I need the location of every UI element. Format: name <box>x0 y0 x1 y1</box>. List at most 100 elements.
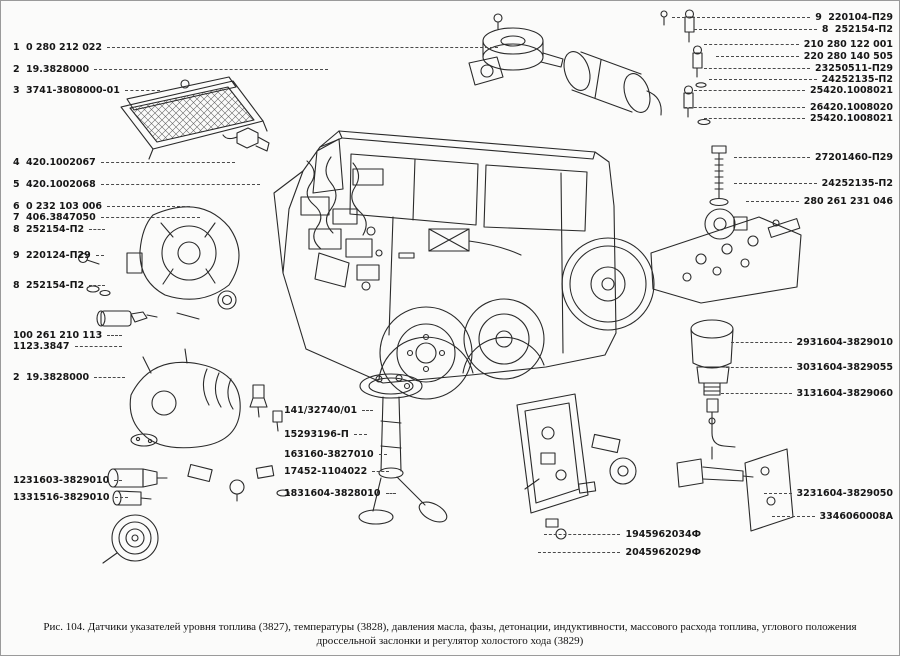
knock-sensor-group <box>545 433 637 540</box>
part-number: 0 280 122 001 <box>816 39 893 50</box>
oil-pressure-sensor-stack <box>676 319 794 532</box>
leader-line <box>114 480 123 481</box>
part-number: 420.1002067 <box>26 157 96 168</box>
leader-line <box>107 335 122 336</box>
callout-number: 23 <box>814 63 829 74</box>
leader-line <box>94 377 125 378</box>
callout-number: 29 <box>796 337 810 348</box>
part-number: 252135-П2 <box>834 178 893 189</box>
door-lock-panel <box>516 393 589 514</box>
leader-line <box>100 217 200 218</box>
leader-line <box>89 285 105 286</box>
leader-line <box>709 79 817 80</box>
part-number: 452-1104022 <box>297 466 368 477</box>
small-fasteners-left <box>77 252 111 297</box>
callout-number: 10 <box>13 330 27 341</box>
part-number: 201460-П29 <box>828 152 893 163</box>
leader-line <box>95 255 104 256</box>
part-number: 31604-3829050 <box>809 488 893 499</box>
callout-number: 33 <box>819 511 833 522</box>
callout-number: 24 <box>821 74 835 85</box>
part-number: 19.3828000 <box>26 372 90 383</box>
callout-number: 6 <box>13 201 20 212</box>
ecu-module <box>428 228 522 256</box>
part-number: 31604-3829010 <box>809 337 893 348</box>
leader-line <box>538 552 621 553</box>
leader-line <box>704 44 799 45</box>
leader-line <box>672 17 811 18</box>
part-number: 19.3828000 <box>26 64 90 75</box>
callout-number: 24 <box>821 178 835 189</box>
part-number: 420.1002068 <box>26 179 96 190</box>
part-number: 420.1008021 <box>823 113 893 124</box>
misc-small-sensors <box>187 463 290 502</box>
leader-line <box>100 184 260 185</box>
leader-line <box>772 516 815 517</box>
callout-number: 14 <box>284 405 298 416</box>
leader-line <box>684 107 806 108</box>
leader-line <box>385 493 396 494</box>
callout-number: 22 <box>803 51 817 62</box>
leader-line <box>353 434 367 435</box>
callout-number: 16 <box>284 449 298 460</box>
part-number: 0 261 210 113 <box>26 330 103 341</box>
callout-number: 20 <box>625 547 639 558</box>
callout-number: 1 <box>13 42 20 53</box>
callout: 5 420.1002068 <box>13 179 263 190</box>
part-number: 46060008А <box>832 511 893 522</box>
callout-number: 19 <box>625 529 639 540</box>
callout-number: 25 <box>810 85 824 96</box>
part-number: 31603-3829010 <box>26 475 110 486</box>
callout-number: 9 <box>815 12 822 23</box>
throttle-body <box>468 56 504 86</box>
callout-number: 3 <box>13 85 20 96</box>
mounting-bracket <box>650 216 802 304</box>
leader-line <box>124 90 160 91</box>
part-number: 23.3847 <box>26 341 70 352</box>
callout: 6 0 232 103 006 <box>13 201 193 212</box>
callout-number: 11 <box>13 341 27 352</box>
leader-line <box>372 471 389 472</box>
callout-number: 13 <box>13 492 27 503</box>
callout-number: 5 <box>13 179 20 190</box>
part-number: 0 232 103 006 <box>26 201 103 212</box>
wheels <box>379 237 655 400</box>
callout-number: 30 <box>796 362 810 373</box>
callout-number: 27 <box>814 152 829 163</box>
callout: 7 406.3847050 <box>13 212 203 223</box>
callout-number: 9 <box>13 250 20 261</box>
callout-number: 28 <box>803 196 817 207</box>
leader-line <box>764 493 792 494</box>
leader-line <box>734 183 817 184</box>
part-number: 0 280 212 022 <box>26 42 103 53</box>
callout-number: 8 <box>13 224 20 235</box>
leader-line <box>544 534 621 535</box>
callout-number: 32 <box>796 488 810 499</box>
callout-number: 7 <box>13 212 20 223</box>
leader-line <box>734 157 810 158</box>
leader-line <box>726 367 792 368</box>
leader-line <box>107 47 498 48</box>
leader-line <box>89 229 105 230</box>
part-number: 406.3847050 <box>26 212 96 223</box>
leader-line <box>94 69 328 70</box>
part-number: 293196-П <box>297 429 349 440</box>
callout-number: 8 <box>821 24 829 35</box>
part-number: 31516-3829010 <box>26 492 110 503</box>
